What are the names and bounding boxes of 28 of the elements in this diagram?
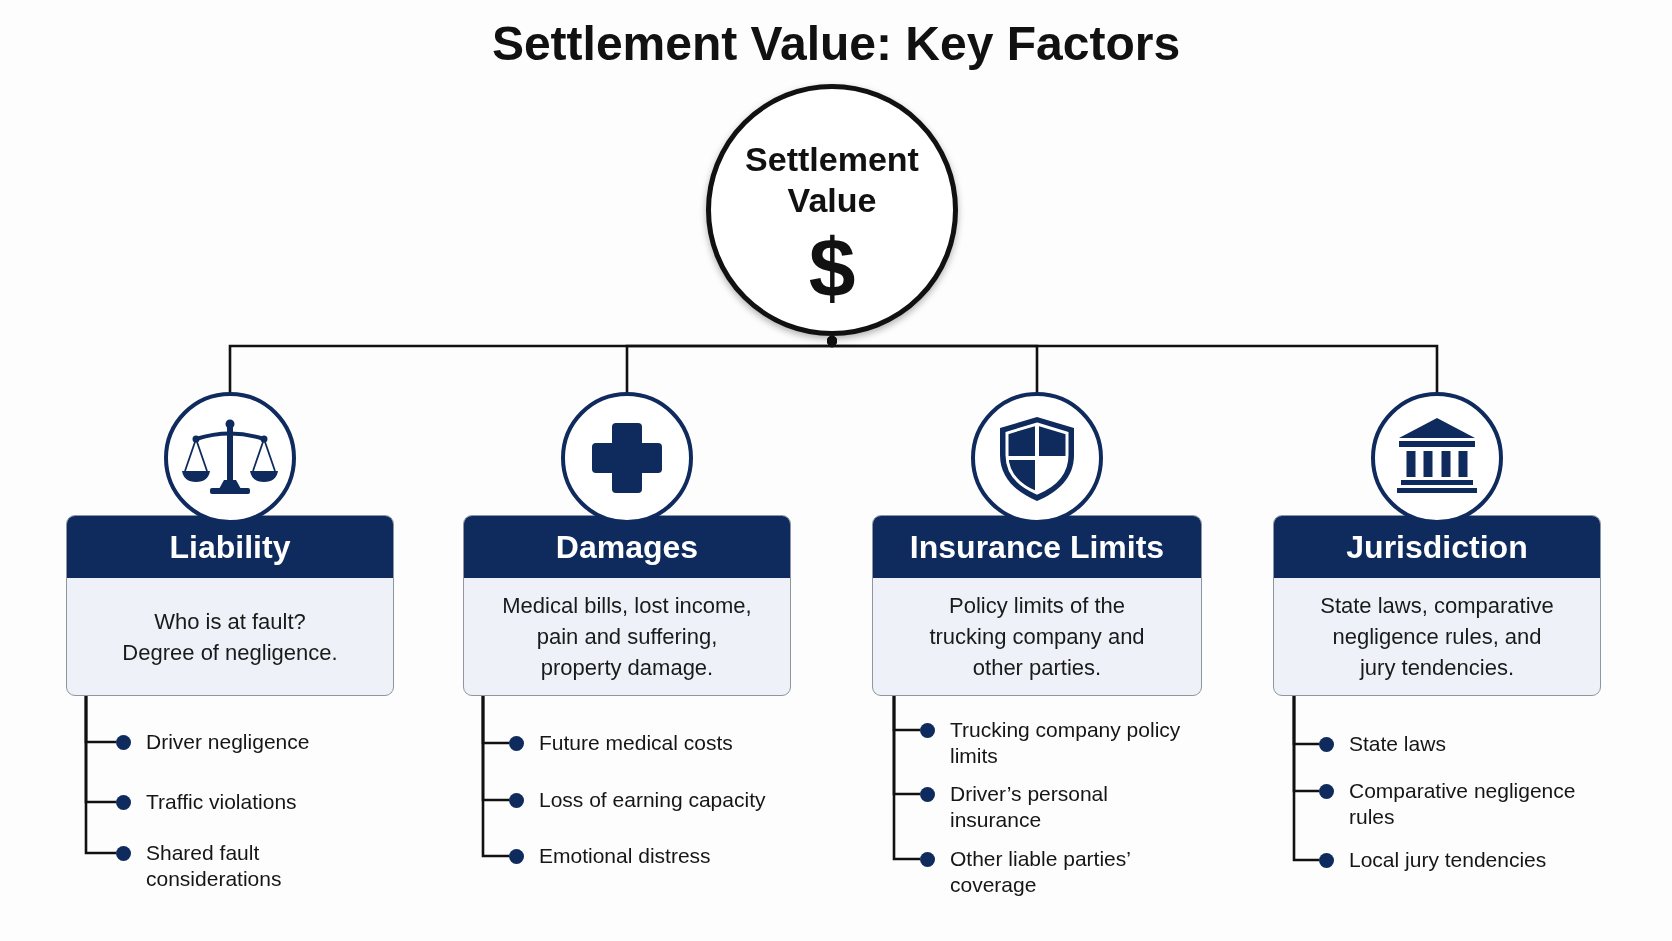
category-header: Jurisdiction xyxy=(1274,516,1600,578)
category-description: Policy limits of the trucking company and other parties. xyxy=(928,592,1146,682)
factor-item-text: Future medical costs xyxy=(539,730,733,756)
connector-line xyxy=(827,336,1439,392)
connector-line xyxy=(84,696,116,855)
category-header: Damages xyxy=(464,516,790,578)
category-description: Medical bills, lost income, pain and suffering, property damage. xyxy=(501,592,753,682)
dollar-sign: $ xyxy=(808,226,856,310)
factor-item-text: Emotional distress xyxy=(539,843,711,869)
factor-item-text: Driver negligence xyxy=(146,729,310,755)
factor-item-text: Driver’s personal insurance xyxy=(950,781,1109,833)
factor-item-text: Comparative negligence rules xyxy=(1349,778,1577,830)
diagram-title: Settlement Value: Key Factors xyxy=(491,17,1181,70)
category-header: Liability xyxy=(67,516,393,578)
central-label: Settlement Value xyxy=(744,139,920,221)
connector-line xyxy=(481,696,509,858)
factor-item-text: Trucking company policy limits xyxy=(950,717,1182,769)
connector-line xyxy=(892,696,920,861)
factor-item-text: Local jury tendencies xyxy=(1349,847,1547,873)
factor-item-text: Loss of earning capacity xyxy=(539,787,766,813)
factor-item-text: Traffic violations xyxy=(146,789,297,815)
category-header: Insurance Limits xyxy=(873,516,1201,578)
factor-item-text: State laws xyxy=(1349,731,1446,757)
category-description: State laws, comparative negligence rules, and jury tendencies. xyxy=(1319,592,1555,682)
factor-item-text: Other liable parties’ coverage xyxy=(950,846,1132,898)
factor-item-text: Shared fault considerations xyxy=(146,840,283,892)
connector-line xyxy=(1292,696,1319,862)
category-description: Who is at fault? Degree of negligence. xyxy=(121,607,339,667)
